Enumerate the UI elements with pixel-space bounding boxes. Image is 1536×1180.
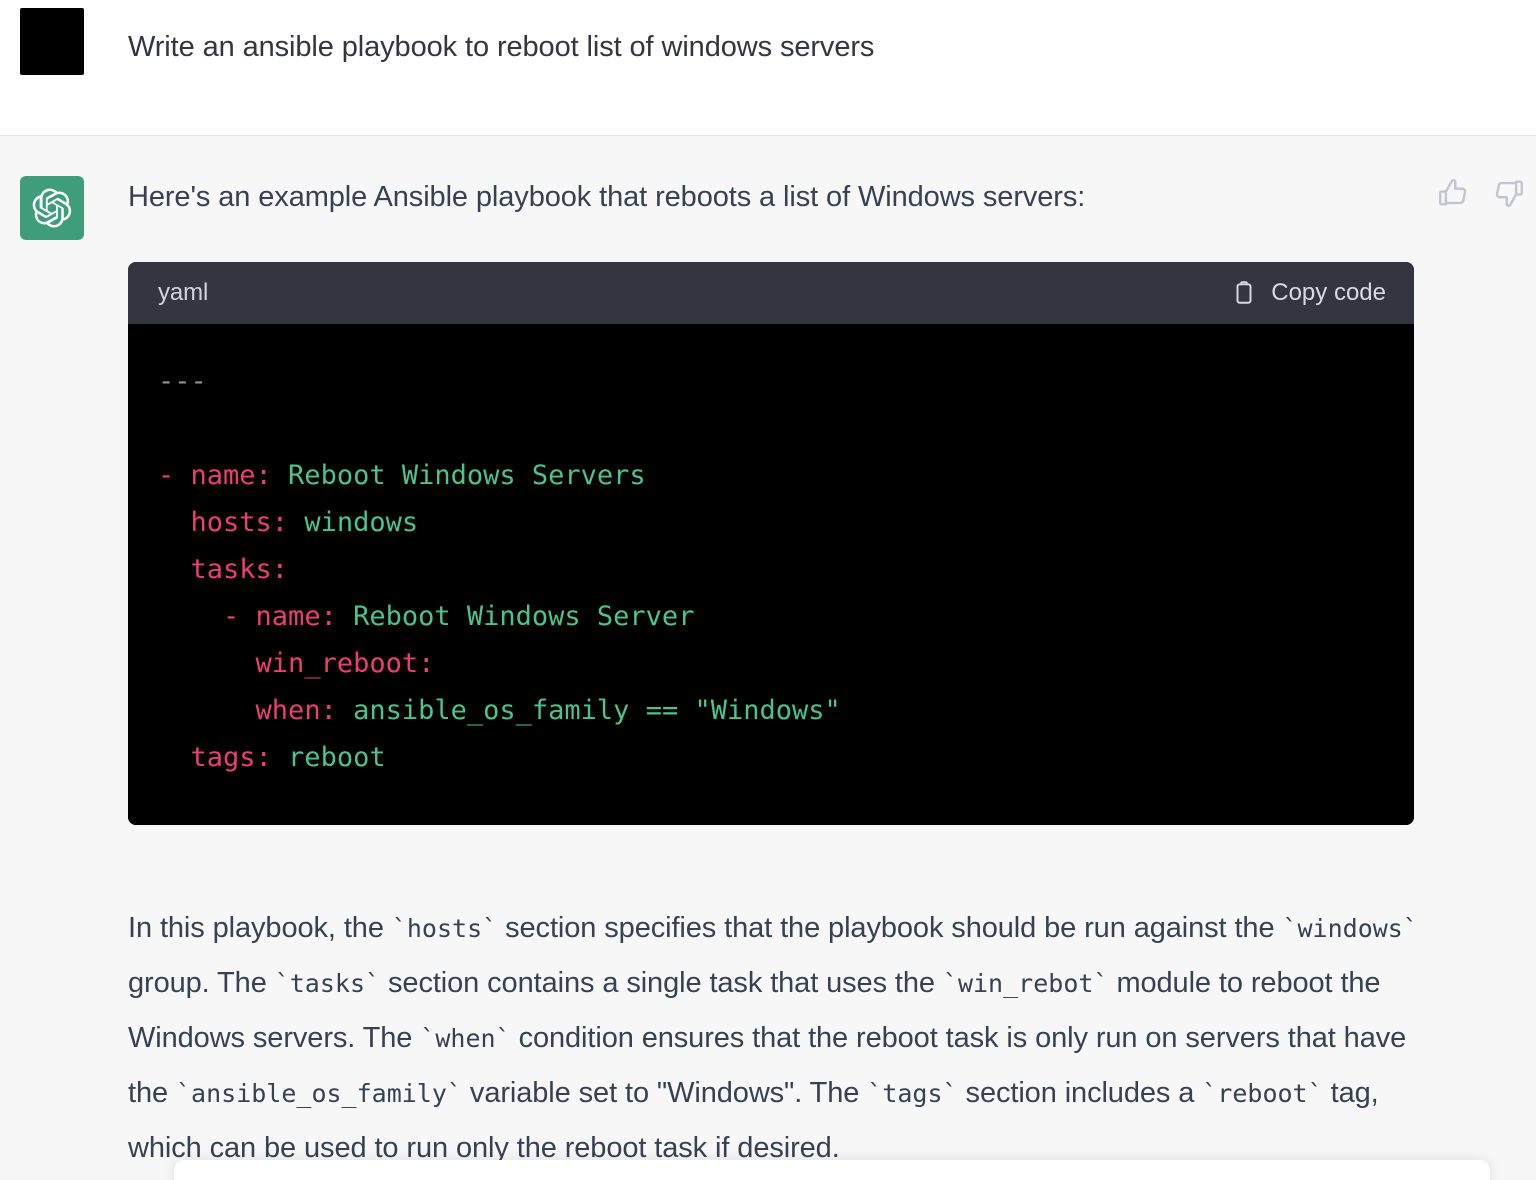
code-token-dash: - bbox=[223, 601, 256, 632]
code-token-key: hosts: bbox=[191, 507, 289, 538]
code-token-val: ansible_os_family bbox=[337, 695, 630, 726]
thumbs-up-icon[interactable] bbox=[1436, 176, 1470, 210]
user-avatar-column bbox=[0, 8, 128, 135]
copy-code-label: Copy code bbox=[1271, 279, 1386, 307]
thumbs-down-icon[interactable] bbox=[1492, 176, 1526, 210]
user-message-turn: Write an ansible playbook to reboot list… bbox=[0, 0, 1536, 136]
code-token-key: tags: bbox=[191, 742, 272, 773]
inline-code: `tags` bbox=[867, 1079, 957, 1108]
code-block-header: yaml Copy code bbox=[128, 262, 1414, 324]
code-token-key: tasks: bbox=[191, 554, 289, 585]
copy-code-button[interactable]: Copy code bbox=[1231, 279, 1386, 307]
code-token-dash: - bbox=[158, 460, 191, 491]
assistant-intro-text: Here's an example Ansible playbook that … bbox=[128, 176, 1418, 218]
code-token-plain bbox=[158, 695, 256, 726]
code-token-key: name: bbox=[256, 601, 337, 632]
code-token-punct: --- bbox=[158, 366, 207, 397]
code-token-key: name: bbox=[191, 460, 272, 491]
inline-code: `tasks` bbox=[275, 969, 380, 998]
code-token-val: reboot bbox=[272, 742, 386, 773]
code-language-label: yaml bbox=[158, 279, 208, 307]
code-token-plain bbox=[158, 648, 256, 679]
inline-code: `when` bbox=[420, 1024, 510, 1053]
code-token-key: when: bbox=[256, 695, 337, 726]
user-message-column: Write an ansible playbook to reboot list… bbox=[128, 8, 1536, 135]
code-token-plain bbox=[158, 507, 191, 538]
inline-code: `reboot` bbox=[1202, 1079, 1322, 1108]
code-block-content: --- - name: Reboot Windows Servers hosts… bbox=[128, 324, 1414, 825]
clipboard-icon bbox=[1231, 280, 1257, 306]
feedback-controls bbox=[1436, 176, 1526, 210]
inline-code: `windows` bbox=[1282, 914, 1417, 943]
user-message-text: Write an ansible playbook to reboot list… bbox=[128, 8, 1512, 68]
assistant-message-column: Here's an example Ansible playbook that … bbox=[128, 176, 1536, 1180]
explanation-paragraph: In this playbook, the `hosts` section sp… bbox=[128, 901, 1423, 1176]
code-token-plain bbox=[158, 601, 223, 632]
code-token-plain bbox=[158, 742, 191, 773]
composer-top-edge[interactable] bbox=[174, 1160, 1490, 1180]
code-token-plain bbox=[158, 554, 191, 585]
assistant-message-turn: Here's an example Ansible playbook that … bbox=[0, 136, 1536, 1180]
code-block: yaml Copy code --- - name: Reboot Window… bbox=[128, 262, 1414, 825]
assistant-avatar-column bbox=[0, 176, 128, 1180]
code-token-val: Reboot Windows Servers bbox=[272, 460, 646, 491]
user-avatar bbox=[20, 8, 84, 75]
code-token-op: == bbox=[629, 695, 694, 726]
chatgpt-logo-icon bbox=[20, 176, 84, 240]
code-token-val: Reboot Windows Server bbox=[337, 601, 695, 632]
code-token-key: win_reboot: bbox=[256, 648, 435, 679]
inline-code: `ansible_os_family` bbox=[176, 1079, 462, 1108]
inline-code: `hosts` bbox=[392, 914, 497, 943]
code-token-str: "Windows" bbox=[694, 695, 840, 726]
code-token-val: windows bbox=[288, 507, 418, 538]
inline-code: `win_rebot` bbox=[943, 969, 1109, 998]
